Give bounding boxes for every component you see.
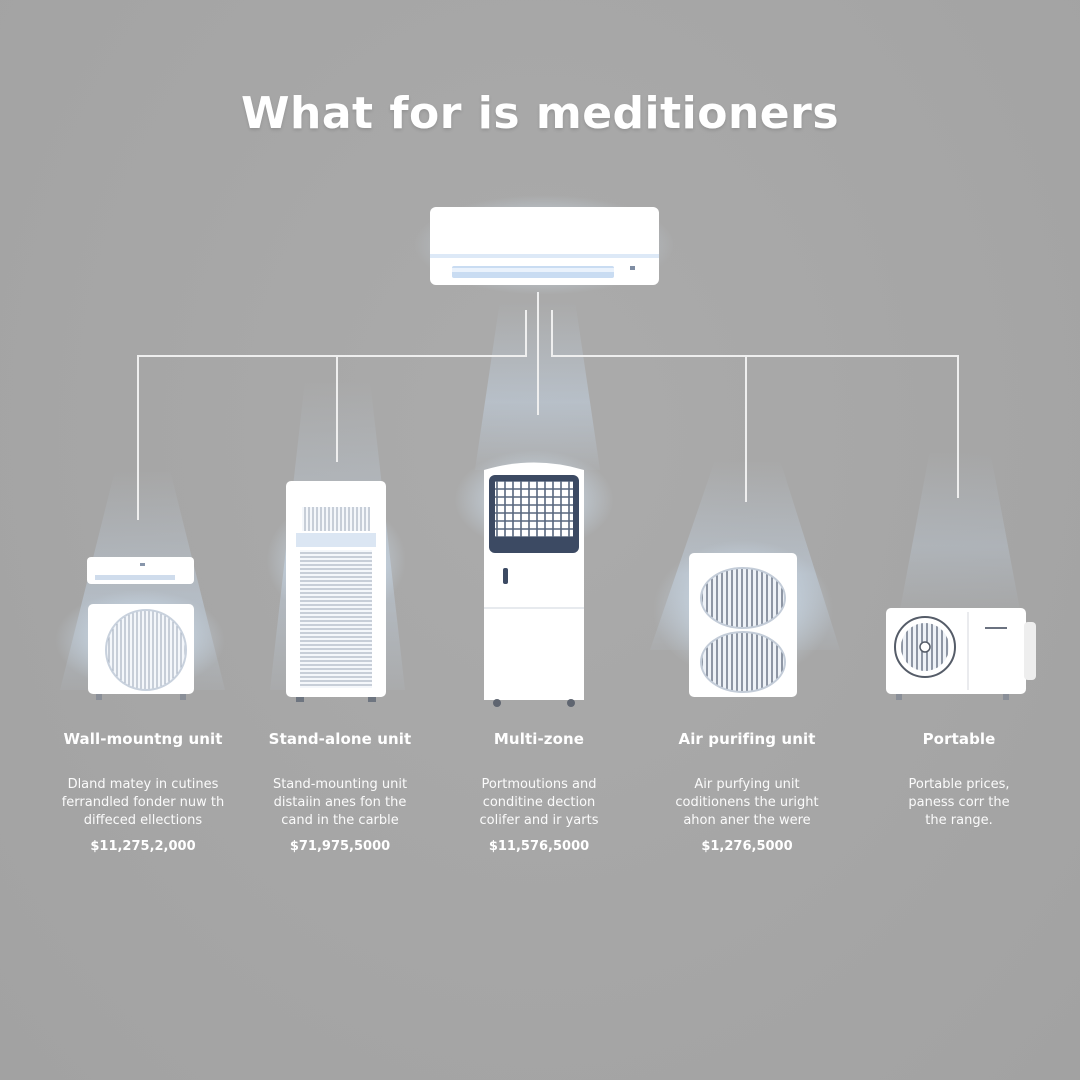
unit-description-line: conditine dection xyxy=(482,795,596,810)
unit-description-line: coditionens the uright xyxy=(675,795,819,810)
wall-split-ac-icon xyxy=(414,195,674,295)
unit-description: Air purfying unit coditionens the uright… xyxy=(647,776,847,830)
unit-description-line: the range. xyxy=(925,813,993,828)
unit-description-line: distaiin anes fon the xyxy=(273,795,407,810)
dual-fan-outdoor-unit-icon xyxy=(653,540,833,697)
unit-name: Multi-zone xyxy=(493,730,585,748)
tower-ac-icon xyxy=(266,481,406,702)
unit-description-line: Portmoutions and xyxy=(481,777,597,792)
unit-column-stand-alone: Stand-alone unit Stand-mounting unit dis… xyxy=(240,730,440,854)
unit-description-line: Portable prices, xyxy=(908,777,1010,792)
unit-column-air-purifying: Air purifing unit Air purfying unit codi… xyxy=(647,730,847,854)
unit-price: $11,576,5000 xyxy=(488,839,590,854)
unit-description-line: ferrandled fonder nuw th xyxy=(61,795,225,810)
unit-description: Portmoutions and conditine dection colif… xyxy=(439,776,639,830)
split-ac-with-outdoor-unit-icon xyxy=(55,557,225,700)
unit-description-line: Air purfying unit xyxy=(694,777,800,792)
unit-price: $11,275,2,000 xyxy=(90,839,196,854)
unit-price: $71,975,5000 xyxy=(289,839,391,854)
connector-lines xyxy=(137,292,959,520)
unit-column-wall-mounting: Wall-mountng unit Dland matey in cutines… xyxy=(43,730,243,854)
unit-description: Stand-mounting unit distaiin anes fon th… xyxy=(240,776,440,830)
unit-name: Wall-mountng unit xyxy=(63,730,223,748)
unit-description-line: Dland matey in cutines xyxy=(67,777,219,792)
unit-description-line: colifer and ir yarts xyxy=(479,813,599,828)
unit-column-multi-zone: Multi-zone Portmoutions and conditine de… xyxy=(439,730,639,854)
unit-description-line: ahon aner the were xyxy=(683,813,811,828)
compact-outdoor-unit-icon xyxy=(886,608,1036,700)
unit-description-line: diffeced ellections xyxy=(83,813,203,828)
unit-name: Air purifing unit xyxy=(678,730,816,748)
unit-price: $1,276,5000 xyxy=(701,839,793,854)
unit-description-line: Stand-mounting unit xyxy=(272,777,408,792)
unit-description-line: paness corr the xyxy=(908,795,1010,810)
connector-left xyxy=(137,310,527,520)
unit-description: Dland matey in cutines ferrandled fonder… xyxy=(43,776,243,830)
page-title: What for is meditioners xyxy=(240,88,840,139)
air-cooler-icon xyxy=(454,450,614,707)
unit-description-line: cand in the carble xyxy=(281,813,399,828)
unit-name: Stand-alone unit xyxy=(268,730,412,748)
connector-right xyxy=(551,310,959,498)
unit-description: Portable prices, paness corr the the ran… xyxy=(859,776,1059,830)
unit-name: Portable xyxy=(922,730,996,748)
unit-column-portable: Portable Portable prices, paness corr th… xyxy=(859,730,1059,839)
beam-5 xyxy=(900,450,1020,610)
